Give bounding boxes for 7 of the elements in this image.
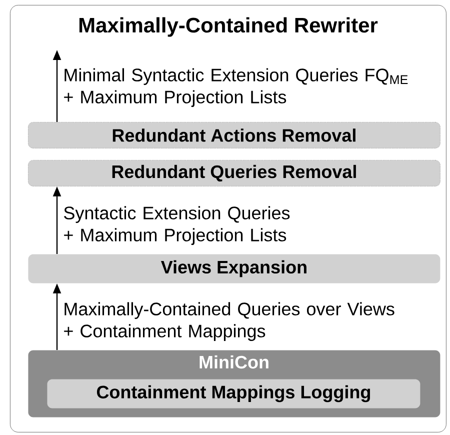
edge-label: Syntactic Extension Queries + Maximum Projection Lists bbox=[64, 206, 290, 245]
edge-label: Minimal Syntactic Extension Queries FQ$_{ME}$ + Maximum Projection Lists bbox=[64, 68, 408, 107]
process-box: Redundant Actions Removal bbox=[28, 122, 440, 148]
edge-label: Maximally-Contained Queries over Views + Containment Mappings bbox=[64, 302, 394, 341]
process-box: Redundant Queries Removal bbox=[28, 160, 440, 186]
process-box: Containment Mappings Logging bbox=[47, 379, 420, 408]
process-box: Views Expansion bbox=[28, 254, 440, 284]
